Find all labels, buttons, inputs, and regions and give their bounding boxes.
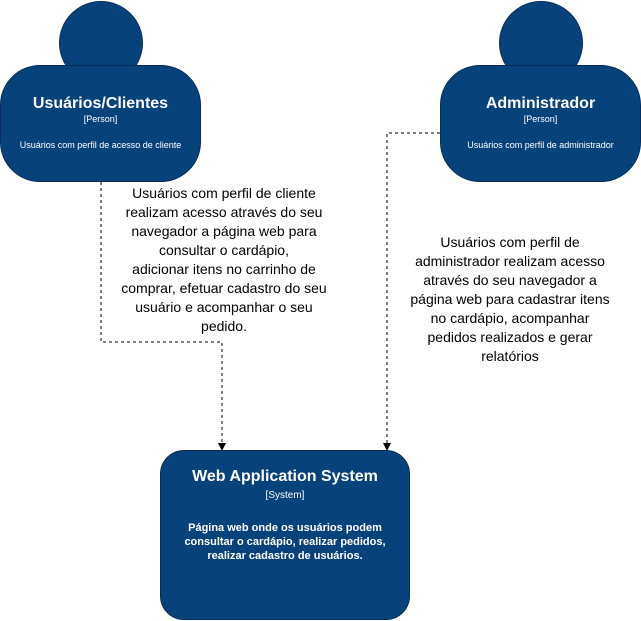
edge-label-line: consultar o cardápio,: [159, 242, 289, 258]
edge-label-line: Usuários com perfil de cliente: [132, 185, 316, 201]
edge-clientes-to-system: [100, 182, 226, 451]
edge-label-line: página web para cadastrar itens: [410, 291, 610, 307]
edge-label-line: relatórios: [481, 348, 539, 364]
edge-label-line: comprar, efetuar cadastro do seu: [121, 280, 327, 296]
edge-label-line: administrador realizam acesso: [415, 253, 605, 269]
system-type: [System]: [265, 490, 305, 501]
person-clientes-type: [Person]: [83, 114, 118, 124]
person-admin-type: [Person]: [523, 114, 558, 124]
system-title: Web Application System: [192, 468, 378, 485]
edge-label-line: pedidos realizados e gerar: [427, 329, 593, 345]
edge-label-line: através do seu navegador a: [423, 272, 597, 288]
edge-label-line: no cardápio, acompanhar: [430, 310, 590, 326]
edge-label-clientes: Usuários com perfil de cliente realizam …: [108, 184, 340, 336]
edge-label-line: realizam acesso através do seu: [125, 204, 323, 220]
edge-label-line: navegador a página web para: [131, 223, 317, 239]
person-admin-title: Administrador: [485, 95, 596, 112]
edge-label-line: pedido.: [201, 318, 247, 334]
edge-label-admin: Usuários com perfil de administrador rea…: [394, 233, 626, 366]
edge-label-line: usuário e acompanhar o seu: [135, 299, 313, 315]
person-admin-description: Usuários com perfil de administrador: [467, 140, 614, 150]
system-description: Página web onde os usuários podem consul…: [184, 522, 386, 562]
edge-label-line: Usuários com perfil de: [440, 234, 580, 250]
person-clientes-title: Usuários/Clientes: [32, 95, 169, 112]
person-clientes-description: Usuários com perfil de acesso de cliente: [19, 140, 182, 150]
edge-admin-to-system: [383, 132, 440, 451]
person-admin-body: Administrador [Person] Usuários com perf…: [440, 65, 641, 182]
edge-label-line: adicionar itens no carrinho de: [132, 261, 316, 277]
system-web-application: Web Application System [System] Página w…: [160, 450, 410, 620]
person-clientes-body: Usuários/Clientes [Person] Usuários com …: [0, 65, 201, 182]
